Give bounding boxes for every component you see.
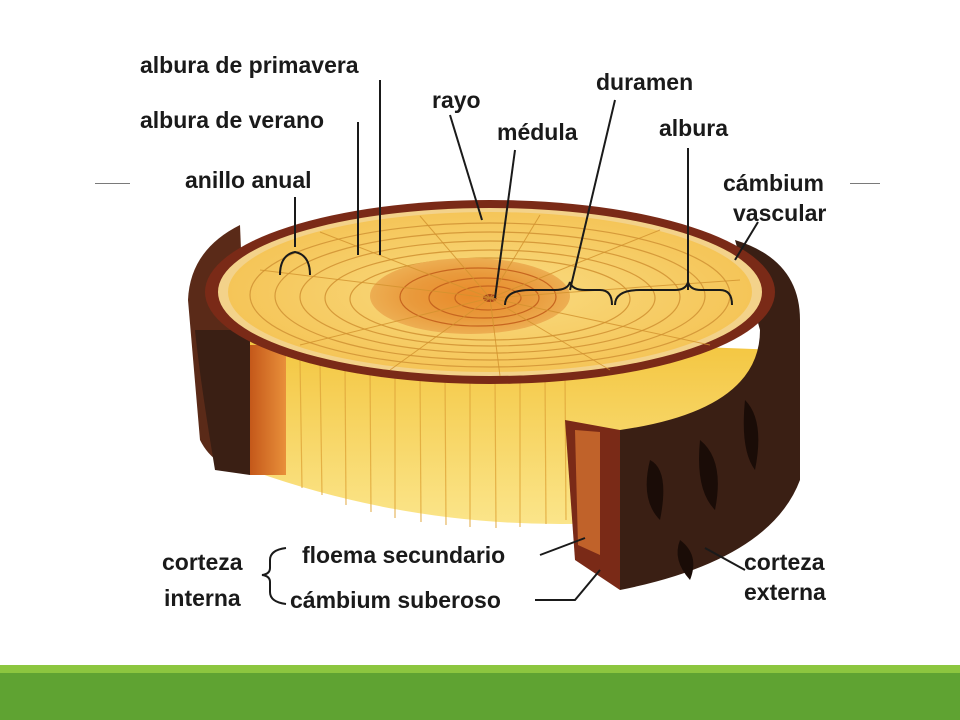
label-corteza-interna-line1: corteza xyxy=(162,549,243,575)
footer-bar-light xyxy=(0,665,960,673)
footer-bar-dark xyxy=(0,673,960,720)
left-divider xyxy=(95,183,130,184)
right-divider xyxy=(850,183,880,184)
cross-section-top xyxy=(205,200,775,384)
label-medula: médula xyxy=(497,119,578,145)
label-cambium-vascular-line2: vascular xyxy=(733,200,826,226)
leader-lines xyxy=(261,80,759,605)
label-albura-verano: albura de verano xyxy=(140,107,324,133)
label-corteza-externa-line1: corteza xyxy=(744,549,825,575)
label-anillo-anual: anillo anual xyxy=(185,167,312,193)
labels: albura de primavera albura de verano ani… xyxy=(140,52,826,613)
label-floema-secundario: floema secundario xyxy=(302,542,505,568)
label-duramen: duramen xyxy=(596,69,693,95)
label-corteza-interna-line2: interna xyxy=(164,585,241,611)
label-albura-primavera: albura de primavera xyxy=(140,52,359,78)
label-albura: albura xyxy=(659,115,728,141)
label-corteza-externa-line2: externa xyxy=(744,579,826,605)
bark-right xyxy=(565,240,800,590)
label-rayo: rayo xyxy=(432,87,481,113)
label-cambium-vascular-line1: cámbium xyxy=(723,170,824,196)
label-cambium-suberoso: cámbium suberoso xyxy=(290,587,501,613)
